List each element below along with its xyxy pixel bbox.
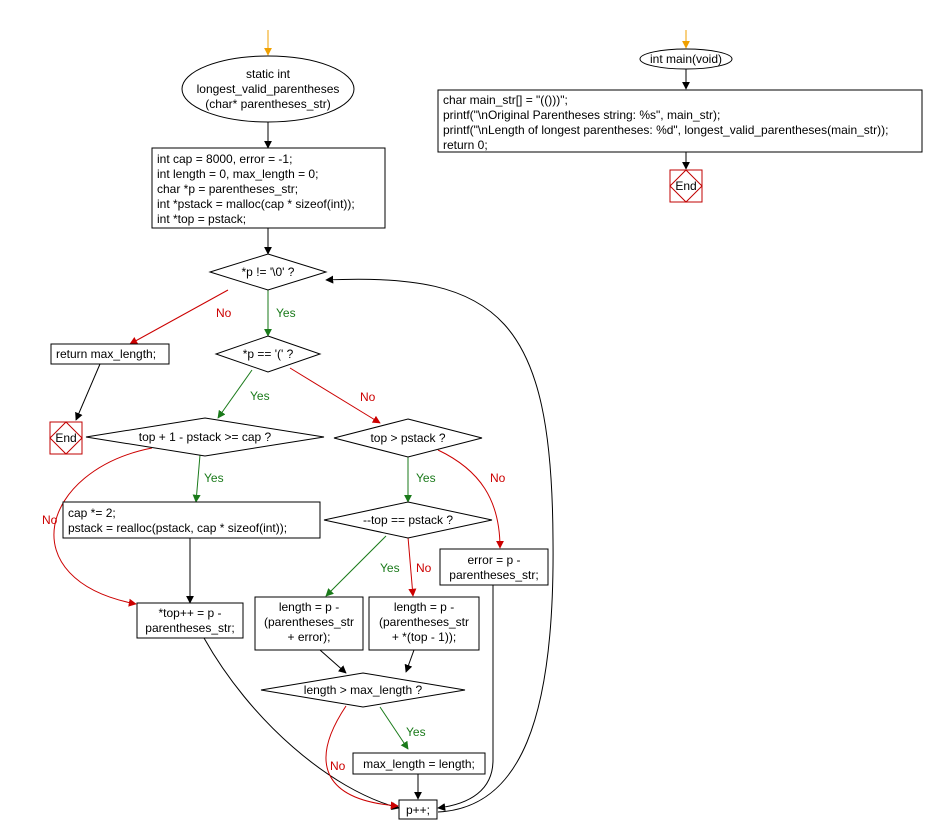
label-popen-no: No [360, 390, 376, 404]
node-end-left: End [49, 421, 83, 455]
main-line-1: char main_str[] = "(()))"; [443, 93, 568, 107]
label-cap-yes: Yes [204, 471, 224, 485]
edge-loop-back [325, 275, 554, 813]
node-p-inc: p++; [398, 799, 438, 820]
node-max-assign: max_length = length; [352, 752, 486, 775]
main-line-3: printf("\nLength of longest parentheses:… [443, 123, 888, 137]
node-len-error: length = p - (parentheses_str + error); [254, 596, 364, 651]
edge-labels: No Yes Yes No Yes No Yes No Yes No Yes N… [42, 306, 506, 773]
init-line-5: int *top = pstack; [157, 212, 246, 226]
cond-dec-top-text: --top == pstack ? [363, 513, 453, 527]
node-cond-len-gt: length > max_length ? [260, 672, 466, 708]
label-len-no: No [330, 759, 346, 773]
node-main-start: int main(void) [639, 48, 733, 70]
cond-len-gt-text: length > max_length ? [304, 683, 423, 697]
func-start-line-2: longest_valid_parentheses [197, 82, 340, 96]
node-return-max: return max_length; [50, 343, 170, 365]
edge-dec-no [407, 536, 417, 597]
node-main-block: char main_str[] = "(()))"; printf("\nOri… [437, 89, 923, 153]
edge-cap-yes [192, 454, 201, 503]
node-cond-p-not-null: *p != '\0' ? [208, 253, 328, 291]
edge-len-yes [379, 706, 409, 750]
edge-cap-no [53, 447, 153, 607]
label-pnot-yes: Yes [276, 306, 296, 320]
error-line-2: parentheses_str; [449, 568, 538, 582]
cond-cap-text: top + 1 - pstack >= cap ? [139, 430, 272, 444]
edge-lentop-cond [404, 649, 415, 673]
node-len-top: length = p - (parentheses_str + *(top - … [368, 596, 480, 651]
edges [53, 30, 690, 813]
cap-line-2: pstack = realloc(pstack, cap * sizeof(in… [68, 521, 287, 535]
edge-pnot-no [129, 289, 229, 345]
label-topgt-no: No [490, 471, 506, 485]
max-assign-text: max_length = length; [363, 757, 475, 771]
cap-line-1: cap *= 2; [68, 506, 116, 520]
main-start-text: int main(void) [650, 52, 722, 66]
push-line-2: parentheses_str; [145, 621, 234, 635]
label-len-yes: Yes [406, 725, 426, 739]
node-cond-cap: top + 1 - pstack >= cap ? [85, 417, 325, 457]
end-right-text: End [675, 179, 696, 193]
edge-len-no [325, 705, 399, 810]
edge-lenerr-cond [319, 649, 347, 674]
len-error-line-1: length = p - [279, 600, 339, 614]
len-error-line-3: + error); [287, 630, 330, 644]
label-popen-yes: Yes [250, 389, 270, 403]
p-inc-text: p++; [406, 803, 430, 817]
len-top-line-2: (parentheses_str [379, 615, 469, 629]
node-cond-dec-top: --top == pstack ? [323, 501, 493, 539]
node-cap-block: cap *= 2; pstack = realloc(pstack, cap *… [62, 501, 321, 539]
label-dec-no: No [416, 561, 432, 575]
main-line-2: printf("\nOriginal Parentheses string: %… [443, 108, 720, 122]
label-dec-yes: Yes [380, 561, 400, 575]
node-error-block: error = p - parentheses_str; [439, 548, 549, 586]
edge-push-pinc [203, 637, 400, 811]
node-cond-p-open: *p == '(' ? [214, 335, 322, 373]
label-pnot-no: No [216, 306, 232, 320]
len-top-line-3: + *(top - 1)); [392, 630, 456, 644]
error-line-1: error = p - [467, 553, 520, 567]
node-func-start: static int longest_valid_parentheses (ch… [181, 55, 355, 123]
node-push-block: *top++ = p - parentheses_str; [136, 602, 244, 639]
node-end-right: End [669, 169, 703, 203]
init-line-1: int cap = 8000, error = -1; [157, 152, 292, 166]
edge-popen-yes [217, 369, 253, 419]
main-line-4: return 0; [443, 138, 488, 152]
cond-top-gt-text: top > pstack ? [370, 431, 445, 445]
len-error-line-2: (parentheses_str [264, 615, 354, 629]
cond-p-open-text: *p == '(' ? [243, 347, 294, 361]
init-line-2: int length = 0, max_length = 0; [157, 167, 318, 181]
len-top-line-1: length = p - [394, 600, 454, 614]
edge-return-end [75, 363, 101, 421]
func-start-line-1: static int [246, 67, 291, 81]
label-topgt-yes: Yes [416, 471, 436, 485]
edge-error-pinc [437, 585, 494, 812]
edge-topgt-no [437, 449, 504, 549]
label-cap-no: No [42, 513, 58, 527]
return-max-text: return max_length; [56, 347, 156, 361]
init-line-4: int *pstack = malloc(cap * sizeof(int)); [157, 197, 355, 211]
node-init-block: int cap = 8000, error = -1; int length =… [151, 147, 386, 229]
init-line-3: char *p = parentheses_str; [157, 182, 298, 196]
node-cond-top-gt: top > pstack ? [333, 418, 483, 458]
edge-dec-yes [325, 535, 387, 597]
func-start-line-3: (char* parentheses_str) [205, 97, 330, 111]
push-line-1: *top++ = p - [158, 606, 221, 620]
end-left-text: End [55, 431, 76, 445]
cond-p-not-null-text: *p != '\0' ? [242, 265, 295, 279]
edge-popen-no [289, 367, 381, 424]
